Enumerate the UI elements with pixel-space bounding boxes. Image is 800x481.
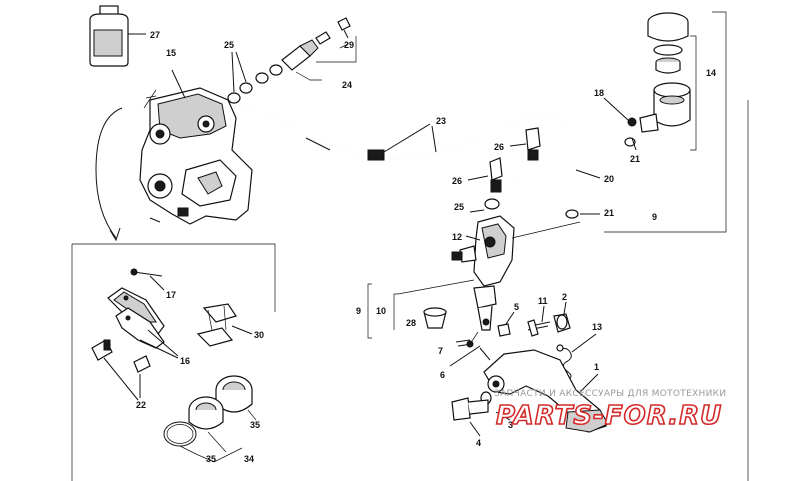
watermark-logo: PARTS-FOR.RU [496,401,722,431]
label-14: 14 [706,68,716,78]
watermark: ЗАПЧАСТИ И АКСЕССУАРЫ ДЛЯ МОТОТЕХНИКИ PA… [494,389,726,432]
label-22: 22 [136,400,146,410]
brake-pedal [479,347,609,433]
brake-fluid-bottle [89,5,146,67]
label-25: 25 [454,202,464,212]
label-15: 15 [166,48,176,58]
rubber-boot [423,307,447,329]
union-bolts [489,127,541,193]
pads-section-frame [72,243,276,312]
label-10: 10 [376,306,386,316]
label-3: 3 [508,420,513,430]
bleed-screws [91,339,151,401]
label-23: 23 [436,116,446,126]
label-34: 34 [244,454,254,464]
label-11: 11 [538,296,548,306]
label-24: 24 [342,80,352,90]
brake-hose [239,103,565,201]
label-18: 18 [594,88,604,98]
label-30: 30 [254,330,264,340]
label-27: 27 [150,30,160,40]
assembly-bracket [604,11,727,233]
label-12: 12 [452,232,462,242]
fasteners [497,313,571,337]
pad-spring [196,303,253,347]
part-labels: 27 15 25 29 24 23 26 26 25 12 9 10 28 7 … [136,30,716,464]
label-4: 4 [476,438,481,448]
label-20: 20 [604,174,614,184]
caliper-hose-route [95,107,123,239]
piston-seal [163,421,197,447]
label-9: 9 [652,212,657,222]
brake-caliper [139,87,253,225]
fluid-reservoir [624,12,691,147]
label-5: 5 [514,302,519,312]
label-16: 16 [180,356,190,366]
label-17: 17 [166,290,176,300]
brake-pads [107,287,179,359]
label-1: 1 [594,362,599,372]
label-6: 6 [440,370,445,380]
label-26: 26 [452,176,462,186]
label-21: 21 [604,208,614,218]
arrow-head [109,227,121,242]
label-25: 25 [224,40,234,50]
master-cylinder [451,198,515,331]
label-13: 13 [592,322,602,332]
label-7: 7 [438,346,443,356]
reservoir-hose [565,126,633,219]
label-21: 21 [630,154,640,164]
label-2: 2 [562,292,567,302]
label-29: 29 [344,40,354,50]
label-26: 26 [494,142,504,152]
label-35: 35 [206,454,216,464]
pivot-bolt [451,391,492,421]
watermark-tagline: ЗАПЧАСТИ И АКСЕССУАРЫ ДЛЯ МОТОТЕХНИКИ [494,389,726,399]
pad-pin [130,268,165,291]
label-9: 9 [356,306,361,316]
label-28: 28 [406,318,416,328]
banjo-fittings [227,17,351,104]
clevis-pin [455,331,479,348]
caliper-piston [188,375,253,430]
label-35: 35 [250,420,260,430]
